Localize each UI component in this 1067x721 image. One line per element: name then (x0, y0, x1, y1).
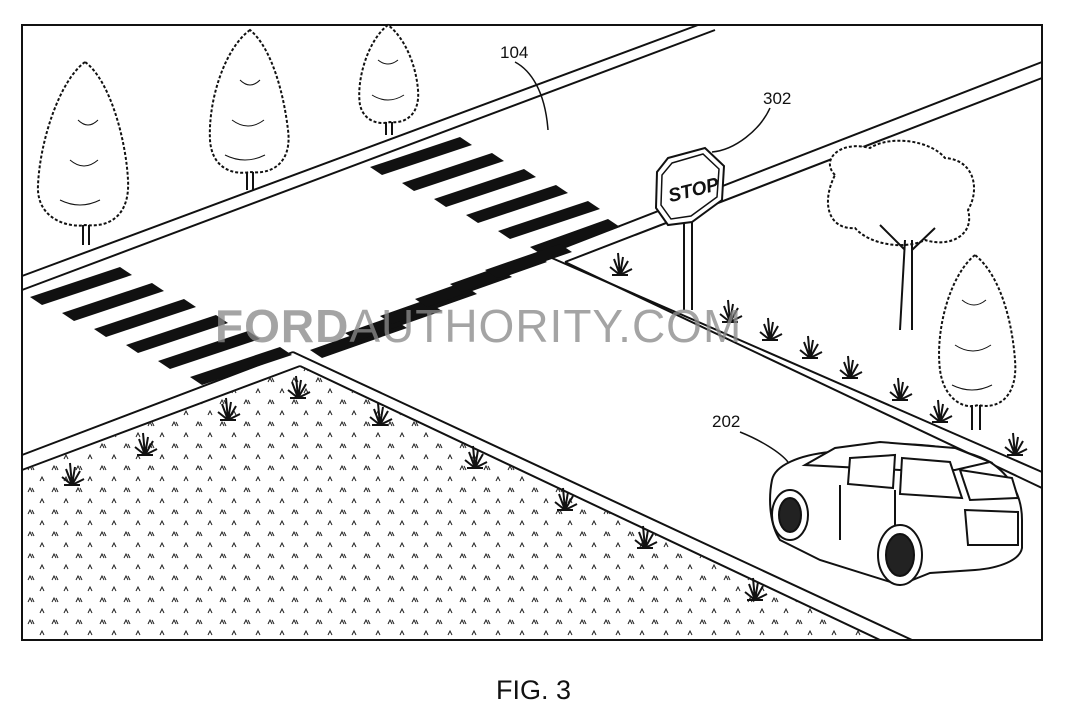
label-road-104: 104 (500, 43, 528, 62)
tree-2 (210, 30, 289, 190)
label-stop-sign-302: 302 (763, 89, 791, 108)
watermark-part1: FORD (215, 300, 349, 352)
vehicle (770, 442, 1022, 585)
figure-caption: FIG. 3 (0, 675, 1067, 706)
leader-lines (515, 62, 788, 462)
tree-3 (359, 25, 418, 135)
watermark-text: FORDAUTHORITY.COM (215, 300, 742, 352)
crosswalk-upper (370, 137, 620, 255)
label-vehicle-202: 202 (712, 412, 740, 431)
stop-sign: STOP (656, 148, 724, 310)
watermark-part2: AUTHORITY.COM (349, 300, 742, 352)
tree-1 (38, 62, 128, 245)
tree-5 (939, 255, 1015, 430)
